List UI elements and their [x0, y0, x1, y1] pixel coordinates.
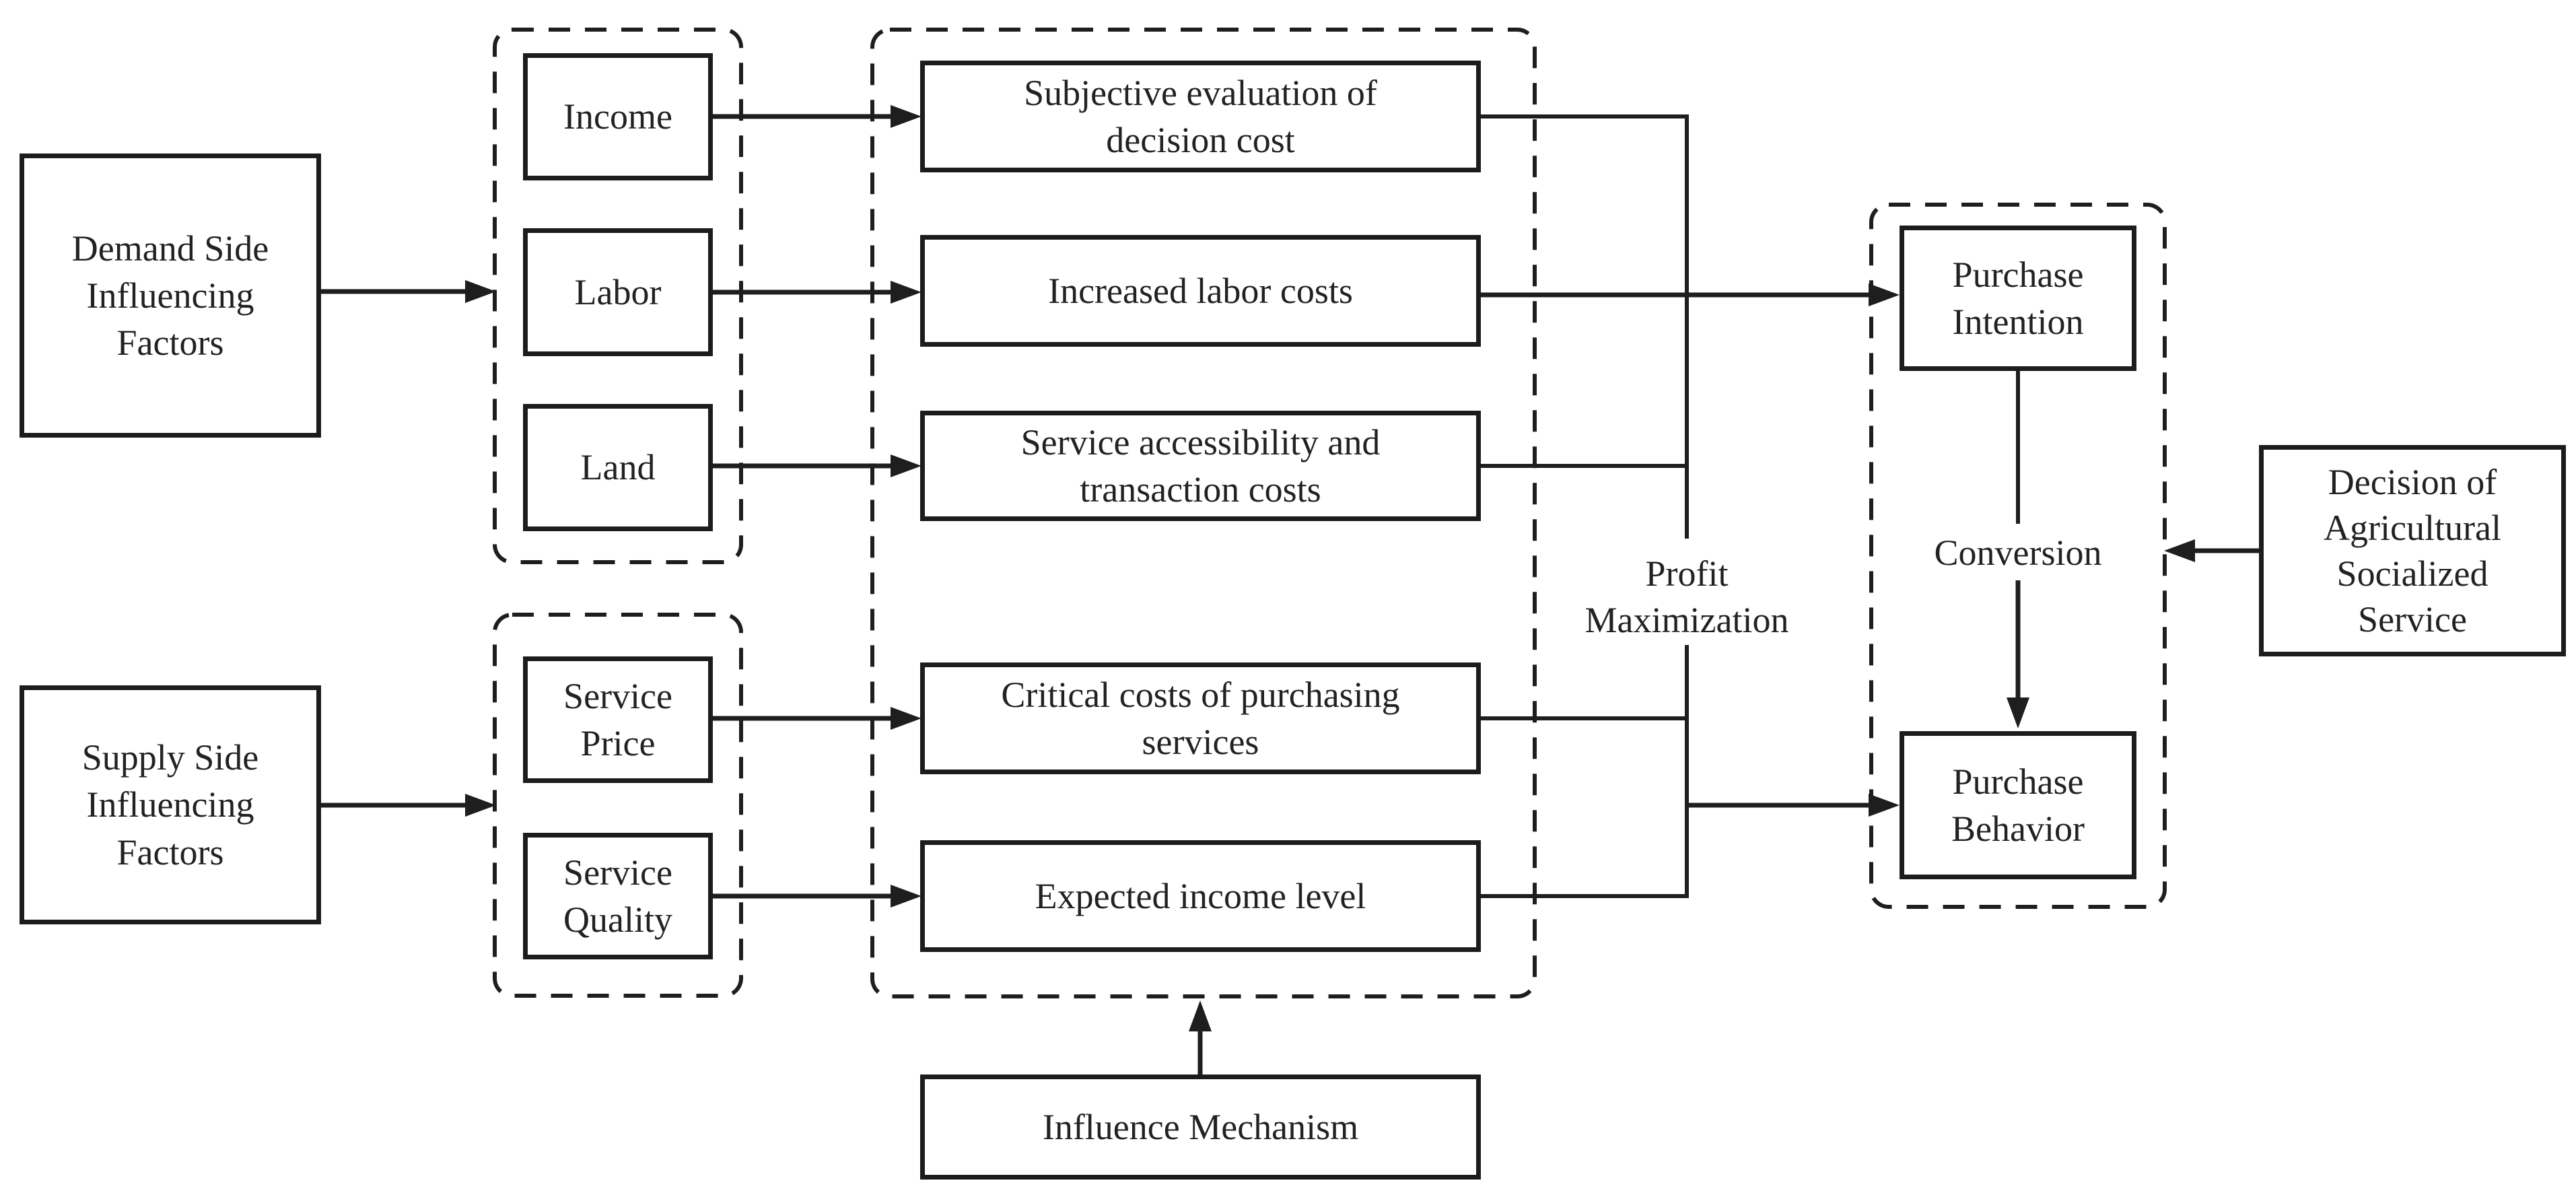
arrowhead-demand-to-group	[465, 280, 496, 303]
arrowhead-to-purchase-intention	[1869, 283, 1900, 306]
conversion-label: Conversion	[1934, 533, 2102, 574]
arrowhead-quality-to-expected	[891, 885, 921, 908]
increased-labor-costs-box: Increased labor costs	[920, 235, 1481, 347]
demand-factor-group-outline	[493, 28, 743, 564]
arrowhead-income-to-subjective	[891, 105, 921, 128]
decision-box: Decision of Agricultural Socialized Serv…	[2259, 445, 2566, 656]
supply-side-box: Supply Side Influencing Factors	[20, 685, 321, 924]
cost-evaluation-group-outline	[870, 28, 1537, 998]
arrowhead-land-to-service-access	[891, 454, 921, 477]
arrowhead-influence-up	[1189, 1000, 1212, 1031]
arrowhead-decision-left	[2164, 539, 2195, 562]
service-accessibility-box: Service accessibility and transaction co…	[920, 411, 1481, 521]
critical-costs-box: Critical costs of purchasing services	[920, 662, 1481, 774]
purchase-intention-box: Purchase Intention	[1900, 226, 2136, 371]
purchase-group-outline	[1869, 203, 2167, 909]
purchase-behavior-box: Purchase Behavior	[1900, 731, 2136, 879]
arrowhead-to-purchase-behavior	[1869, 794, 1900, 817]
subjective-evaluation-box: Subjective evaluation of decision cost	[920, 61, 1481, 172]
labor-box: Labor	[523, 228, 713, 356]
land-box: Land	[523, 404, 713, 531]
service-price-box: Service Price	[523, 656, 713, 783]
arrowhead-supply-to-group	[465, 794, 496, 817]
expected-income-box: Expected income level	[920, 840, 1481, 952]
service-quality-box: Service Quality	[523, 833, 713, 959]
line-collector-to-expected	[1481, 645, 1689, 898]
line-subjective-to-collector	[1481, 114, 1689, 539]
influence-mechanism-box: Influence Mechanism	[920, 1075, 1481, 1180]
arrowhead-conversion-down	[2007, 697, 2029, 728]
arrowhead-price-to-critical	[891, 707, 921, 730]
income-box: Income	[523, 53, 713, 180]
arrowhead-labor-to-increased	[891, 281, 921, 304]
profit-maximization-label: Profit Maximization	[1585, 553, 1789, 640]
demand-side-box: Demand Side Influencing Factors	[20, 154, 321, 438]
